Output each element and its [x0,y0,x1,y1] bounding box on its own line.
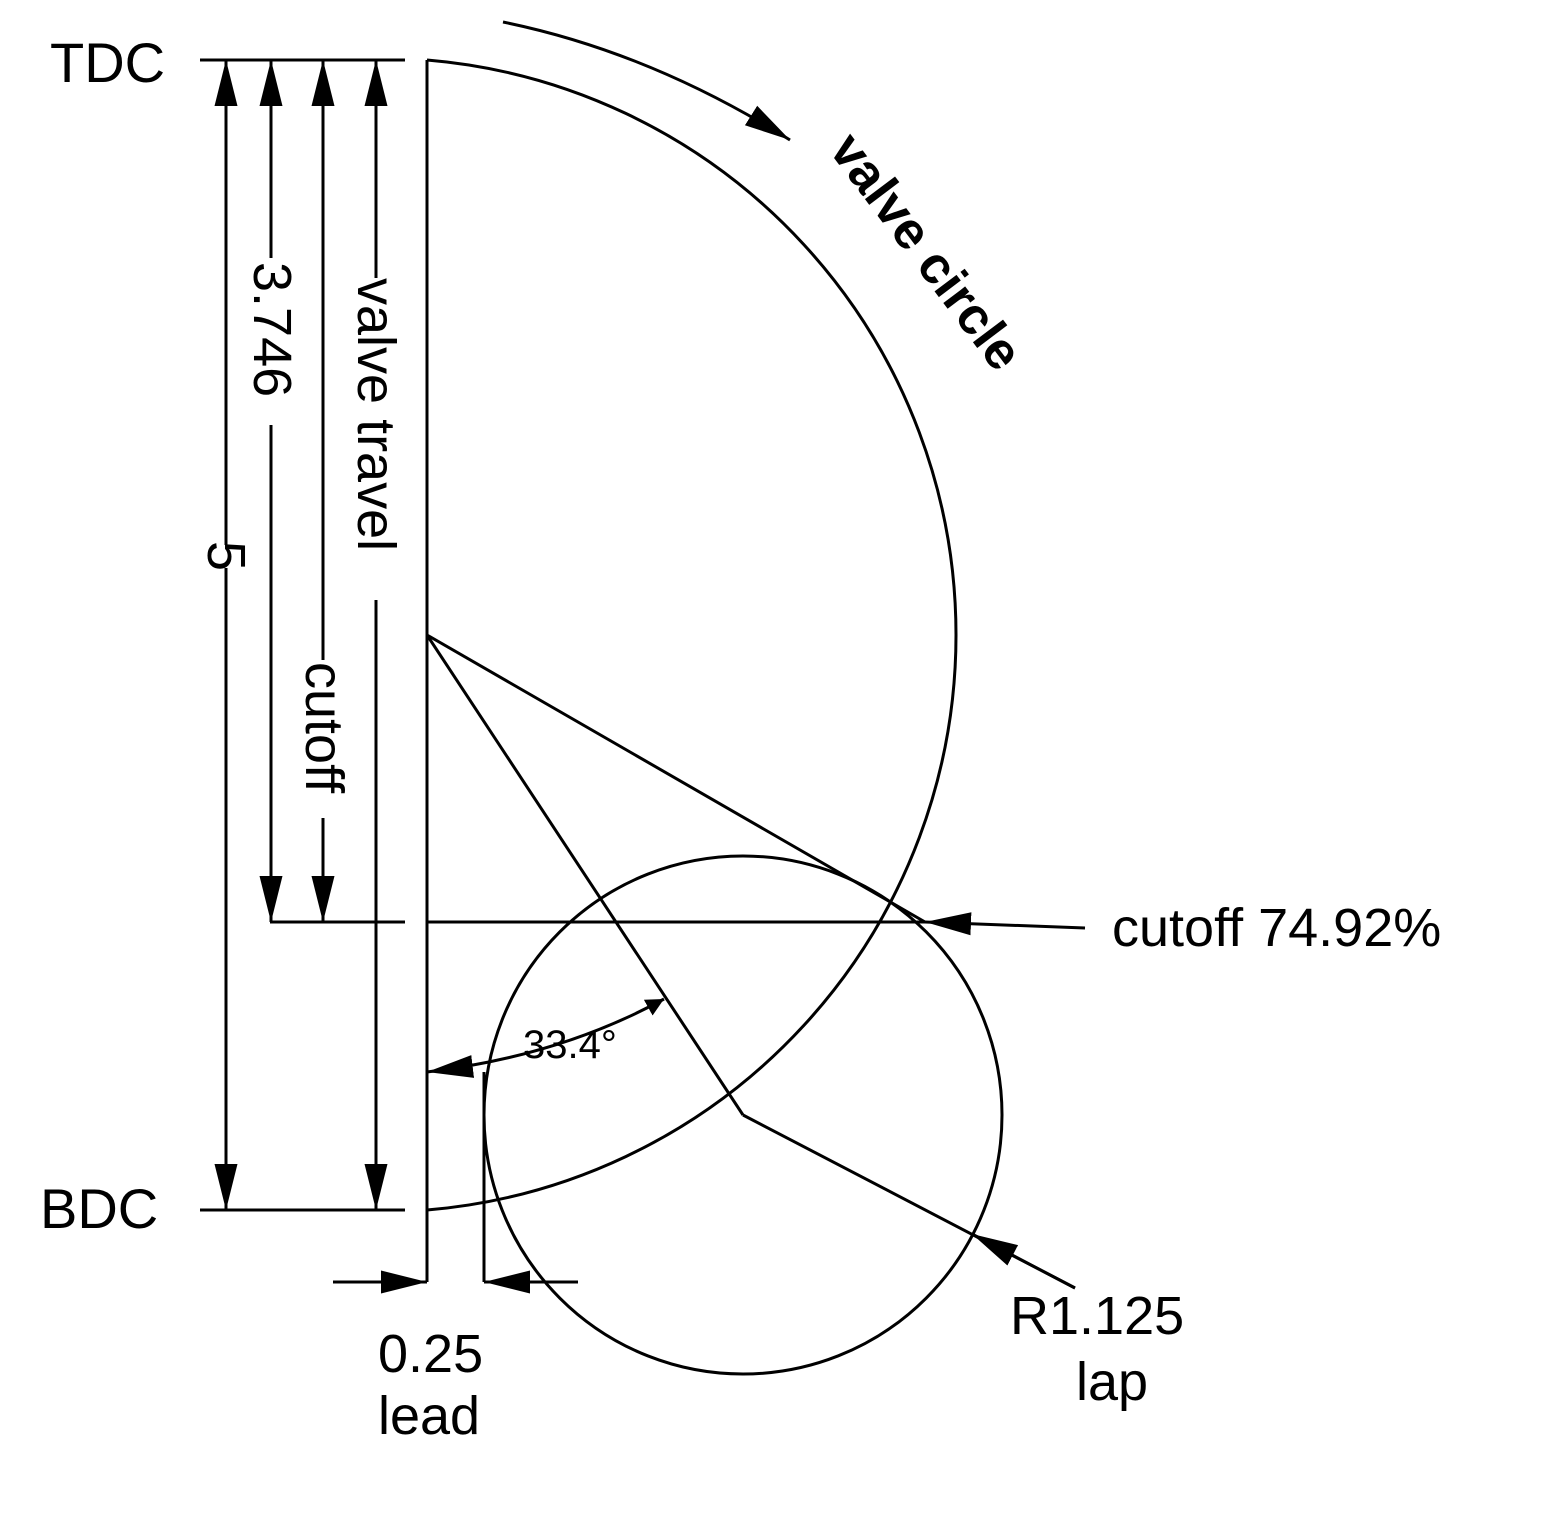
lead-label: lead [378,1386,480,1446]
tdc-label: TDC [50,31,165,94]
angle-label: 33.4° [523,1023,617,1067]
lap-label: lap [1076,1352,1148,1412]
radius-arrow [971,1232,1076,1290]
dim-5-label: 5 [196,541,256,571]
cutoff-construction-line [426,633,926,924]
cutoff-leader-arrow [924,912,1086,936]
lap-construction-line [425,634,745,1116]
cutoff-axis-label: cutoff [294,662,354,794]
valve-circle-arc [426,58,958,1212]
valve-travel-label: valve travel [346,278,406,551]
lead-value-label: 0.25 [378,1324,483,1384]
angle-dimension-arc [426,997,665,1078]
bdc-label: BDC [40,1177,158,1240]
dim-3746-label: 3.746 [242,262,302,397]
cutoff-percent-label: cutoff 74.92% [1112,898,1441,958]
valve-circle-label: valve circle [818,122,1033,381]
radius-label: R1.125 [1010,1286,1184,1346]
rotation-arrow [502,20,791,142]
lap-circle [482,854,1004,1376]
